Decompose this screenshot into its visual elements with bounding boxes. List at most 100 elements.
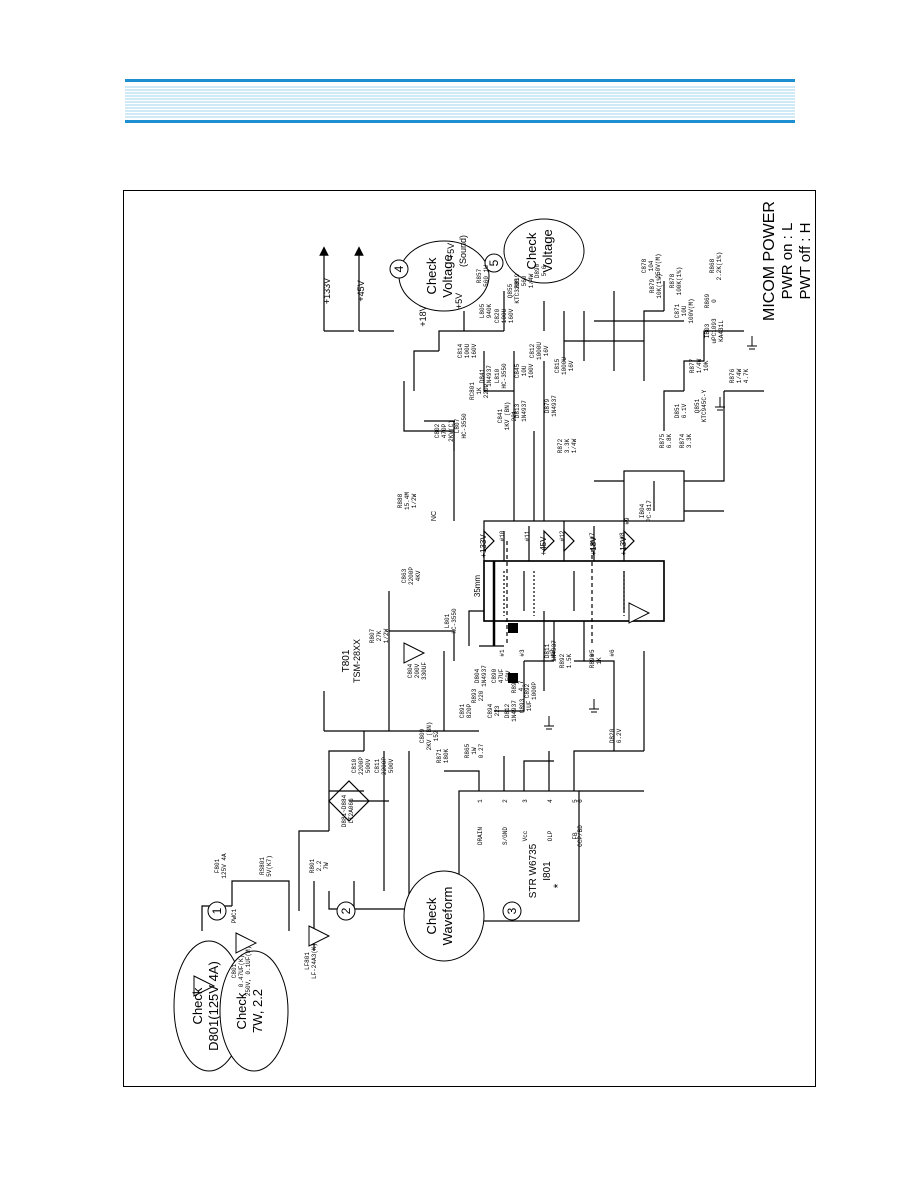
part-r865-value: 0.27 [478,743,485,758]
part-r871-ref: R871 [436,748,443,763]
part-r875-value: 6.8K [666,433,673,448]
part-d804-ref: D804 [474,668,481,683]
part-r877-value: 10K [703,360,710,371]
transformer-size: 35mm [473,575,482,598]
ic-ref: I801 [542,861,553,881]
part-rc801-value: 1K [476,387,483,395]
header-stripe-band [125,79,795,123]
part-d813-value: 1N4937 [521,400,528,422]
ic-pin-1-label: DRAIN [477,827,484,845]
part-c893-ref: C893 [519,698,526,713]
part-d890-ref: D890 [534,263,541,278]
part-c891-ref: C891 [459,703,466,718]
part-r801-value: 2.2 [316,860,323,871]
transformer-pin-label: #11 [524,530,531,541]
callout-4-detail: Voltage [440,254,455,297]
output-sound: (Sound) [458,235,468,267]
part-r865-ref: R865 [464,743,471,758]
part-r876-ref: R876 [729,368,736,383]
part-ib04-value: PC-817 [646,500,653,522]
part-rs801-value: 5V(K7) [266,855,273,877]
part-c892-ref: C892 [524,683,531,698]
part-c892-value: 1000P [531,682,538,700]
rail-13v: +13V [619,536,628,556]
part-d879-value: 1N4937 [551,395,558,417]
part-d804-value: 1N4937 [481,665,488,687]
transformer-pin-label: #12 [559,530,566,541]
part-ib03-value: KA431L [718,320,725,342]
callout-4-number: 4 [392,265,406,272]
part-l807-value: HC-3550 [461,413,468,439]
callout-1-detail: D801(125V 4A) [206,961,221,1051]
ic-part: STR W6735 [528,843,539,898]
callout-2-title: Check [234,992,249,1029]
transformer-pin-label: #2 [549,649,556,657]
part-d851-ref: D851 [674,403,681,418]
part-r801-ref: R801 [309,858,316,873]
transformer-part: TSM-28XX [352,639,362,683]
part-r890-ref: R890 [589,653,596,668]
part-r892-value: 1.5K [566,653,573,668]
part-r879-value: 10K(1%) [656,273,663,298]
ic-pin-6-number: 6 [577,799,584,803]
filled-ground-blocks [508,623,518,683]
part-r868-value: 2.2K(1%) [716,252,723,281]
part-rc801-value: 220P [483,383,490,398]
rail-45v: +45V [539,536,548,556]
ic-pin-4-number: 4 [547,799,554,803]
part-d841-ref: D841 [479,368,486,383]
part-r819-value: 1/4W [528,273,535,288]
callout-3-detail: Waveform [440,887,455,946]
part-c815-ref: C815 [554,358,561,373]
part-r869-value: 0 [711,299,718,303]
output-5v: +5V [446,243,456,259]
part-r890-value: 1K [596,657,603,665]
part-c802-value: 470P [441,423,448,438]
part-c811-value: 2200P [381,757,388,775]
part-l805-ref: L805 [479,303,486,318]
callout-5-number: 5 [487,259,501,266]
part-r877-value: 1/4W [696,358,703,373]
part-r875-ref: R875 [659,433,666,448]
part-c890-value: 47UF [498,668,505,683]
part-r879-ref: R879 [649,278,656,293]
part-d841-value: 1N4937 [486,365,493,387]
part-c812-ref: C812 [529,343,536,358]
part-q851-ref: Q851 [694,398,701,413]
part-q855-ref: Q855 [507,283,514,298]
callout-3-title: Check [424,897,439,934]
part-r857-ref: R857 [476,268,483,283]
part-r871-value: 180K [443,748,450,763]
part-c894-ref: C894 [487,703,494,718]
part-c801-value: 0.47UF(K) [238,955,245,987]
part-r807-value: 27K [376,630,383,641]
callout-3 [403,870,522,962]
part-ib03-ref: IB03 [704,323,711,338]
part-d811-value: 1N4937 [551,640,558,662]
ic-pin-2-label: S/GND [502,827,509,845]
part-r888-value: 15.4M [404,492,411,510]
part-c878-value: 250V(M) [655,253,662,278]
part-c841-ref: C841 [497,408,504,423]
output-18v: +18V [418,305,428,326]
callout-2-detail: 7W, 2.2 [250,989,265,1033]
part-r807-ref: R807 [369,628,376,643]
ic-pin-5-number: 5 [572,799,579,803]
callout-4-number-ring [389,259,409,279]
part-c893-value: 1UF [526,700,533,711]
part-r819-ref: R819 [514,273,521,288]
part-d890-value: 5.6 [541,265,548,276]
part-c809-value: 2KV (BN) [426,722,433,751]
output-5v-2: +5V [454,293,464,309]
callout-4 [389,240,490,312]
part-lf801-ref: LF801 [304,952,311,970]
part-d812-value: 1N4937 [511,700,518,722]
part-c878-value: 104 [648,260,655,271]
transformer-pin-label: #8 [619,532,626,540]
part-q851-value: KTC945C-Y [701,389,708,422]
part-c809-value: 152 [433,730,440,741]
transformer-pin-label: #5 [589,649,596,657]
ic-pin-1-number: 1 [477,799,484,803]
